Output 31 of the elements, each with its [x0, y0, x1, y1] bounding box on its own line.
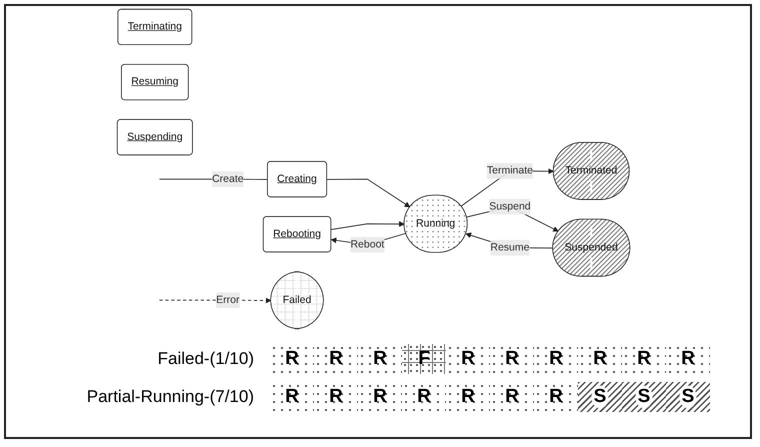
- row-label: Partial-Running-(7/10): [86, 387, 255, 407]
- state-cell: R: [490, 344, 534, 374]
- edge-label: Terminate: [487, 165, 534, 176]
- arrow: [159, 298, 272, 304]
- state-cell: F: [402, 344, 446, 374]
- edge-label: Error: [216, 294, 240, 306]
- state-cell: R: [358, 382, 402, 412]
- state-cell: R: [622, 344, 666, 374]
- state-cell: R: [578, 344, 622, 374]
- state-cell: R: [270, 344, 314, 374]
- state-cell: S: [666, 382, 710, 412]
- state-cell: R: [270, 382, 314, 412]
- state-cell: R: [358, 344, 402, 374]
- edge-label: Resume: [490, 242, 530, 253]
- state-cell: R: [490, 382, 534, 412]
- edge-label: Reboot: [350, 238, 385, 250]
- state-cell: R: [402, 382, 446, 412]
- state-cell: S: [622, 382, 666, 412]
- edge-label: Create: [212, 173, 244, 184]
- arrow: [327, 178, 411, 208]
- state-cell: R: [534, 382, 578, 412]
- state-cell: R: [534, 344, 578, 374]
- row-label: Failed-(1/10): [156, 349, 255, 369]
- state-cell: R: [446, 344, 490, 374]
- state-cell: R: [666, 344, 710, 374]
- arrow: [331, 221, 406, 230]
- state-cell: R: [314, 382, 358, 412]
- state-cell: S: [578, 382, 622, 412]
- edge-label: Suspend: [490, 200, 532, 212]
- state-cell: R: [446, 382, 490, 412]
- state-cell: R: [314, 344, 358, 374]
